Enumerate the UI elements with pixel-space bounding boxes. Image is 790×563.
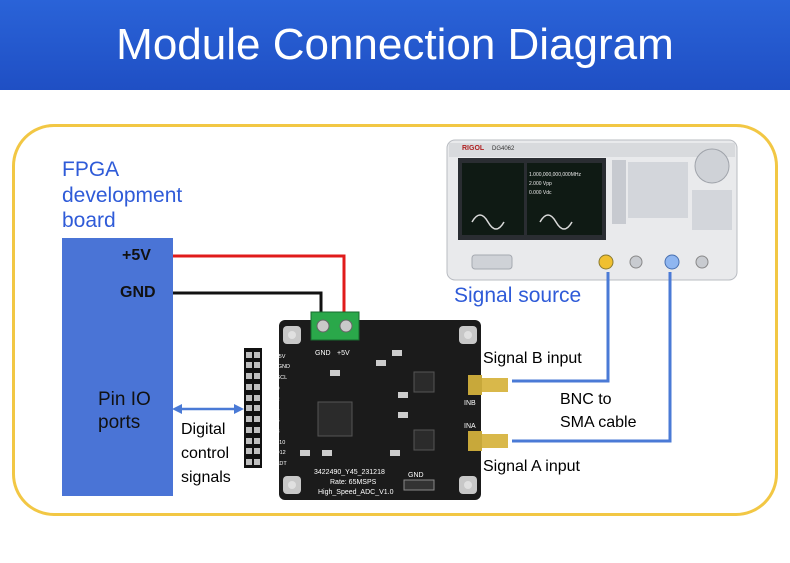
header-row-label: GND GND [264,364,290,370]
header-row-label: D1 D0 [264,386,280,392]
fpga-label-line1: FPGA [62,158,120,181]
header-row-label: D11 D10 [264,440,285,446]
wire-5v [173,254,346,324]
generator-screen-line3: 0.000 Vdc [529,190,552,196]
ina-label: INA [464,423,476,430]
digital-label-line1: Digital [181,421,226,438]
header-row-label: D7 D6 [264,418,280,424]
title-banner [0,0,790,90]
gnd-bottom-label: GND [408,472,424,479]
digital-label-line3: signals [181,469,231,486]
header-row-label: ACL ADT [264,461,287,467]
signal-b-input-label: Signal B input [483,350,582,367]
board-serial: 3422490_Y45_231218 [314,469,385,476]
header-row-label: D5 D4 [264,407,280,413]
generator-screen-line2: 2.000 Vpp [529,181,552,187]
header-row-label: D9 D8 [264,429,280,435]
generator-model: DG4062 [492,146,515,152]
generator-brand: RIGOL [462,145,485,152]
page-title: Module Connection Diagram [116,20,674,69]
diagram-frame [12,124,778,516]
fpga-label-line2: development [62,184,183,207]
signal-a-input-label: Signal A input [483,458,580,475]
digital-arrow-left-icon [172,404,182,414]
board-rate: Rate: 65MSPS [330,479,377,486]
cable-label-line2: SMA cable [560,414,637,431]
header-row-label: D13 D12 [264,450,286,456]
pin-io-label-line1: Pin IO [98,389,151,410]
generator-screen-line1: 1.000,000,000,000MHz [529,172,581,178]
signal-generator [446,139,738,281]
pin-io-label-line2: ports [98,412,141,433]
digital-label-line2: control [181,445,230,462]
fpga-label-line3: board [62,209,116,232]
header-row-label: SDT SCL [264,375,287,381]
cable-signal-a [512,272,672,443]
signal-source-label: Signal source [454,284,582,307]
digital-arrow-right-icon [234,404,244,414]
adc-board [279,311,508,500]
cable-signal-b [512,272,610,383]
header-row-label: +5V +5V [264,354,286,360]
pin-header [244,348,262,468]
board-name: High_Speed_ADC_V1.0 [318,489,394,496]
cable-label-line1: BNC to [560,391,612,408]
terminal-gnd-label: GND [315,350,331,357]
fpga-board [62,238,173,496]
wire-gnd [173,291,323,324]
rail-gnd-label: GND [120,284,156,301]
terminal-5v-label: +5V [337,350,350,357]
header-row-label: D3 D2 [264,397,280,403]
inb-label: INB [464,400,476,407]
rail-5v-label: +5V [122,247,151,264]
